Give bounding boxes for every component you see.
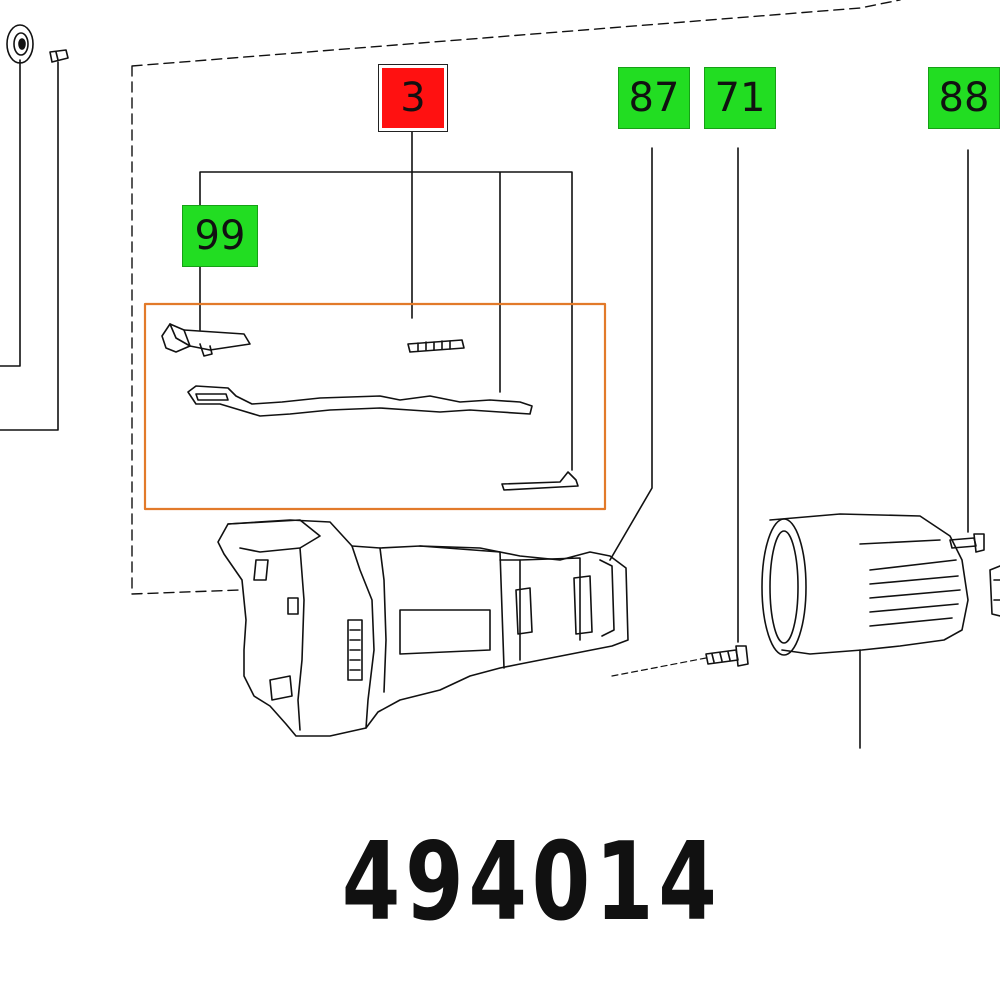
- highlighted-parts-box: [143, 302, 607, 511]
- leader-line-87: [609, 147, 653, 561]
- screw-71-icon: [705, 645, 749, 667]
- callout-71: 71: [704, 67, 776, 129]
- pin-part-icon: [49, 49, 69, 63]
- end-cap-housing-icon: [761, 513, 969, 656]
- callout-88: 88: [928, 67, 1000, 129]
- callout-3-label: 3: [382, 68, 444, 128]
- assembly-dashed-outline: [131, 0, 901, 595]
- screw-88-icon: [949, 533, 985, 553]
- screw-71-axis: [611, 657, 707, 677]
- callout-87: 87: [618, 67, 690, 129]
- switch-rod-icon: [187, 385, 533, 417]
- spring-icon: [407, 339, 465, 353]
- callout-3: 3: [378, 64, 448, 132]
- clip-icon: [501, 471, 579, 491]
- ring-part-icon: [6, 24, 34, 64]
- part-number: 494014: [341, 820, 722, 945]
- leader-line-ring: [0, 59, 21, 367]
- callout-99: 99: [182, 205, 258, 267]
- leader-line-pin: [0, 61, 59, 431]
- partial-clip-icon: [989, 565, 1000, 617]
- motor-housing-icon: [217, 519, 629, 737]
- switch-lever-icon: [161, 323, 251, 357]
